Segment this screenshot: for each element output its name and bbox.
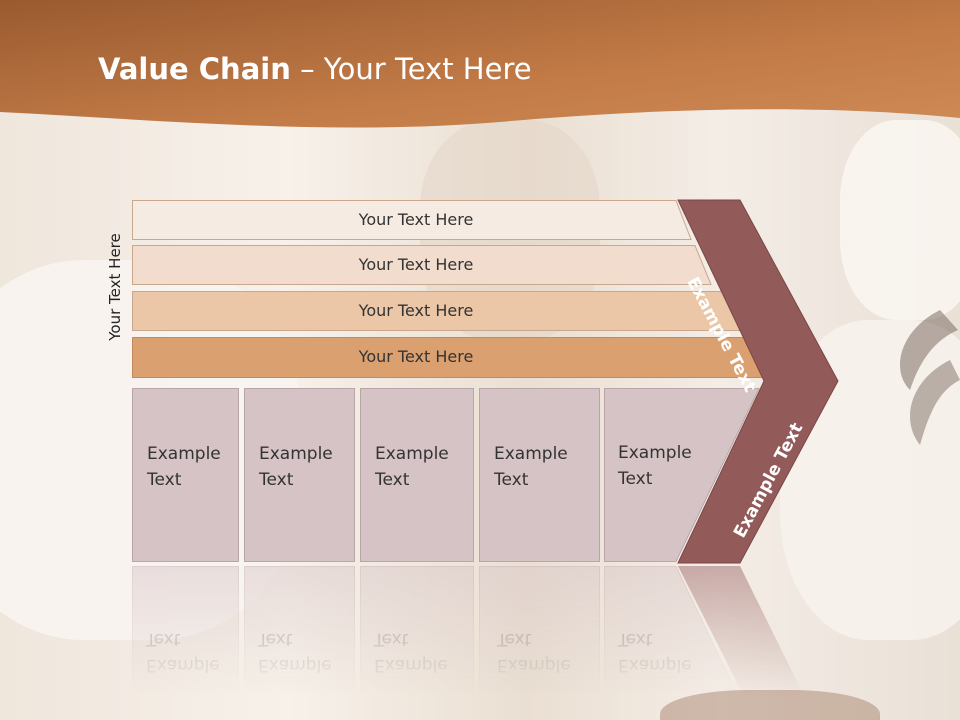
card-2: Example Text (244, 388, 355, 562)
band-label: Your Text Here (358, 347, 474, 366)
card-label: Example Text (375, 444, 449, 490)
slide-title: Value Chain – Your Text Here (98, 52, 532, 86)
card-label: Example Text (618, 443, 692, 489)
reflection-text: Example Text (374, 629, 448, 675)
card-3: Example Text (360, 388, 474, 562)
header-banner (0, 0, 960, 128)
card-label: Example Text (147, 444, 221, 490)
side-label-text: Your Text Here (106, 233, 124, 341)
card-label: Example Text (494, 444, 568, 490)
title-bold: Value Chain (98, 52, 291, 86)
band-label: Your Text Here (358, 301, 474, 320)
card-4: Example Text (479, 388, 600, 562)
card-label: Example Text (259, 444, 333, 490)
band-label: Your Text Here (358, 255, 474, 274)
plant-leaves-icon (900, 310, 960, 445)
title-rest: – Your Text Here (290, 52, 532, 86)
reflection-text: Example Text (146, 629, 220, 675)
side-label: Your Text Here (100, 222, 130, 352)
card-5: Example Text (604, 388, 692, 562)
reflection: Example Text Example Text Example Text E… (132, 566, 802, 696)
card-1: Example Text (132, 388, 239, 562)
reflection-text: Example Text (258, 629, 332, 675)
reflection-text: Example Text (618, 629, 692, 675)
band-label: Your Text Here (358, 210, 474, 229)
reflection-text: Example Text (497, 629, 571, 675)
